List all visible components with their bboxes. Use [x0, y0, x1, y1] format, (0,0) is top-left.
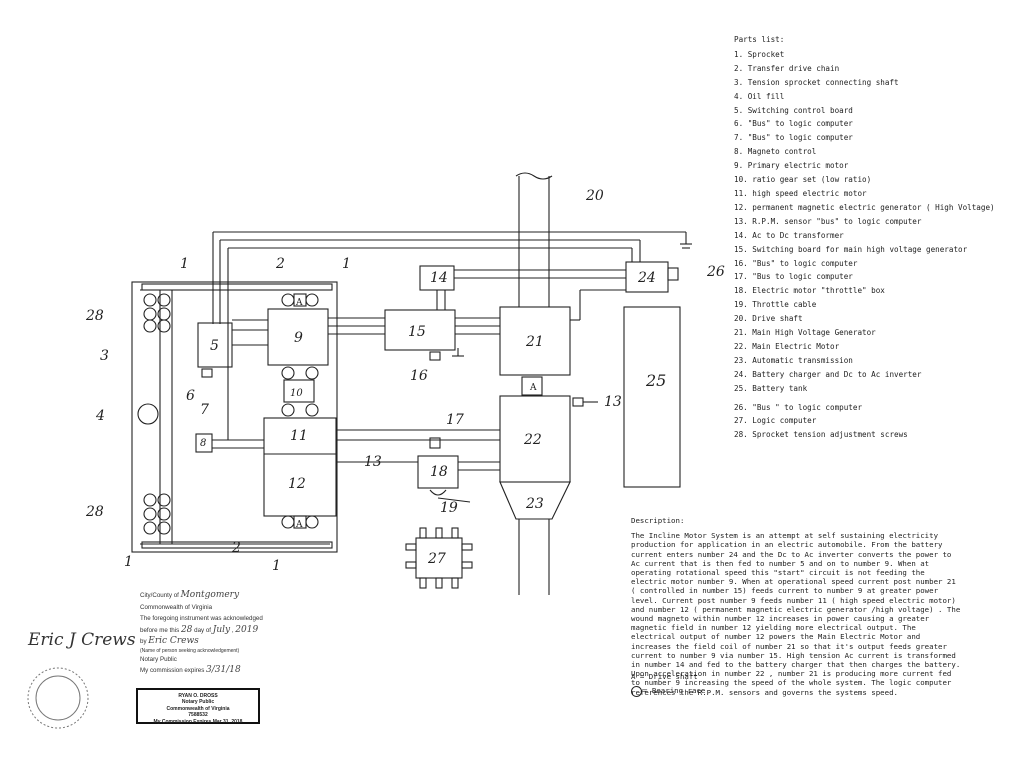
label-a-bottom: A: [295, 520, 303, 530]
parts-list-item: 4. Oil fill: [734, 91, 785, 101]
parts-list-item: 6. "Bus" to logic computer: [734, 119, 853, 129]
parts-list-item: 5. Switching control board: [734, 105, 853, 115]
parts-list-heading: Parts list:: [734, 35, 785, 44]
parts-list-item: 10. ratio gear set (low ratio): [734, 175, 872, 185]
label-7: 7: [200, 402, 209, 418]
legend-bearing-race: = Bearing race: [631, 684, 705, 698]
parts-list: Parts list: 1. Sprocket 2. Transfer drive…: [734, 33, 995, 442]
parts-list-item: 11. high speed electric motor: [734, 188, 867, 198]
parts-list-item: 18. Electric motor "throttle" box: [734, 286, 885, 296]
parts-list-item: 8. Magneto control: [734, 147, 817, 157]
main-high-voltage-generator: [499, 306, 571, 376]
parts-list-item: 7. "Bus" to logic computer: [734, 133, 853, 143]
label-17: 17: [446, 412, 464, 428]
motor-frame: [131, 281, 338, 553]
label-8: 8: [200, 438, 206, 449]
bearing-race-icon: [631, 685, 642, 697]
label-9: 9: [294, 330, 303, 346]
ratio-gear-set: [283, 379, 315, 403]
sprocket-group-top: [143, 293, 171, 333]
primary-electric-motor: [267, 308, 329, 366]
notary-stamp: RYAN O. DROSS Notary Public Commonwealth…: [136, 688, 260, 725]
parts-list-item: 21. Main High Voltage Generator: [734, 328, 876, 338]
label-11: 11: [290, 428, 308, 444]
description-block: Description: The Incline Motor System is…: [631, 516, 961, 697]
notary-seal: [27, 667, 89, 729]
description-heading: Description:: [631, 516, 685, 525]
label-a-mid: A: [529, 383, 537, 393]
label-23: 23: [525, 496, 544, 512]
label-2: 2: [275, 256, 285, 272]
parts-list-item: 13. R.P.M. sensor "bus" to logic compute…: [734, 216, 922, 226]
label-3: 3: [100, 348, 109, 364]
label-16: 16: [410, 368, 428, 384]
label-26: 26: [706, 264, 725, 280]
label-27: 27: [427, 551, 446, 567]
parts-list-item: 24. Battery charger and Dc to Ac inverte…: [734, 369, 922, 379]
label-13b: 13: [364, 454, 382, 470]
label-1: 1: [180, 256, 189, 272]
oil-fill: [137, 403, 159, 425]
label-2b: 2: [231, 540, 241, 556]
battery-tank: [623, 306, 681, 488]
parts-list-items: 1. Sprocket 2. Transfer drive chain 3. Ten…: [734, 48, 995, 442]
throttle-box: [417, 455, 459, 489]
parts-list-item: 16. "Bus" to logic computer: [734, 258, 858, 268]
parts-list-item: 22. Main Electric Motor: [734, 341, 840, 351]
generator-stack: [263, 417, 337, 517]
label-24: 24: [637, 270, 656, 286]
label-15: 15: [408, 324, 426, 340]
label-21: 21: [525, 334, 544, 350]
label-5: 5: [210, 338, 219, 354]
parts-list-item: 12. permanent magnetic electric generato…: [734, 202, 995, 212]
parts-list-item: 23. Automatic transmission: [734, 355, 853, 365]
parts-list-item: 19. Throttle cable: [734, 300, 817, 310]
parts-list-item: 17. "Bus to logic computer: [734, 272, 853, 282]
label-18: 18: [430, 464, 448, 480]
parts-list-item: 28. Sprocket tension adjustment screws: [734, 430, 908, 440]
legend: A = Drive shaft = Bearing race: [631, 670, 705, 698]
parts-list-item: 27. Logic computer: [734, 416, 817, 426]
label-a-top: A: [295, 298, 303, 308]
label-19: 19: [440, 500, 458, 516]
description-text: The Incline Motor System is an attempt a…: [631, 531, 961, 697]
label-6: 6: [186, 388, 195, 404]
handwritten-signature: Eric J Crews: [28, 630, 136, 650]
label-1b: 1: [342, 256, 351, 272]
parts-list-item: 3. Tension sprocket connecting shaft: [734, 77, 899, 87]
parts-list-item: 14. Ac to Dc transformer: [734, 230, 844, 240]
sprocket-group-bottom: [143, 493, 171, 535]
parts-list-item: 1. Sprocket: [734, 49, 785, 59]
parts-list-item: 15. Switching board for main high voltag…: [734, 244, 968, 254]
legend-drive-shaft: A = Drive shaft: [631, 672, 698, 681]
label-1c: 1: [124, 554, 133, 570]
label-28: 28: [85, 308, 104, 324]
automatic-transmission: [499, 481, 571, 520]
parts-list-item: 26. "Bus " to logic computer: [734, 402, 863, 412]
parts-list-item: 25. Battery tank: [734, 383, 808, 393]
parts-list-item: 20. Drive shaft: [734, 314, 803, 324]
parts-list-item: 2. Transfer drive chain: [734, 63, 840, 73]
label-10: 10: [290, 388, 303, 399]
label-22: 22: [523, 432, 542, 448]
label-25: 25: [645, 371, 666, 390]
magneto-control: [195, 433, 213, 453]
label-4: 4: [95, 408, 105, 424]
parts-list-item: 9. Primary electric motor: [734, 161, 849, 171]
label-28b: 28: [85, 504, 104, 520]
notary-block: City/County of Montgomery Commonwealth o…: [140, 590, 263, 675]
label-14: 14: [430, 270, 448, 286]
label-20: 20: [585, 188, 604, 204]
label-13: 13: [604, 394, 622, 410]
label-12: 12: [288, 476, 306, 492]
switching-board-main-generator: [384, 309, 456, 351]
label-1d: 1: [272, 558, 281, 574]
